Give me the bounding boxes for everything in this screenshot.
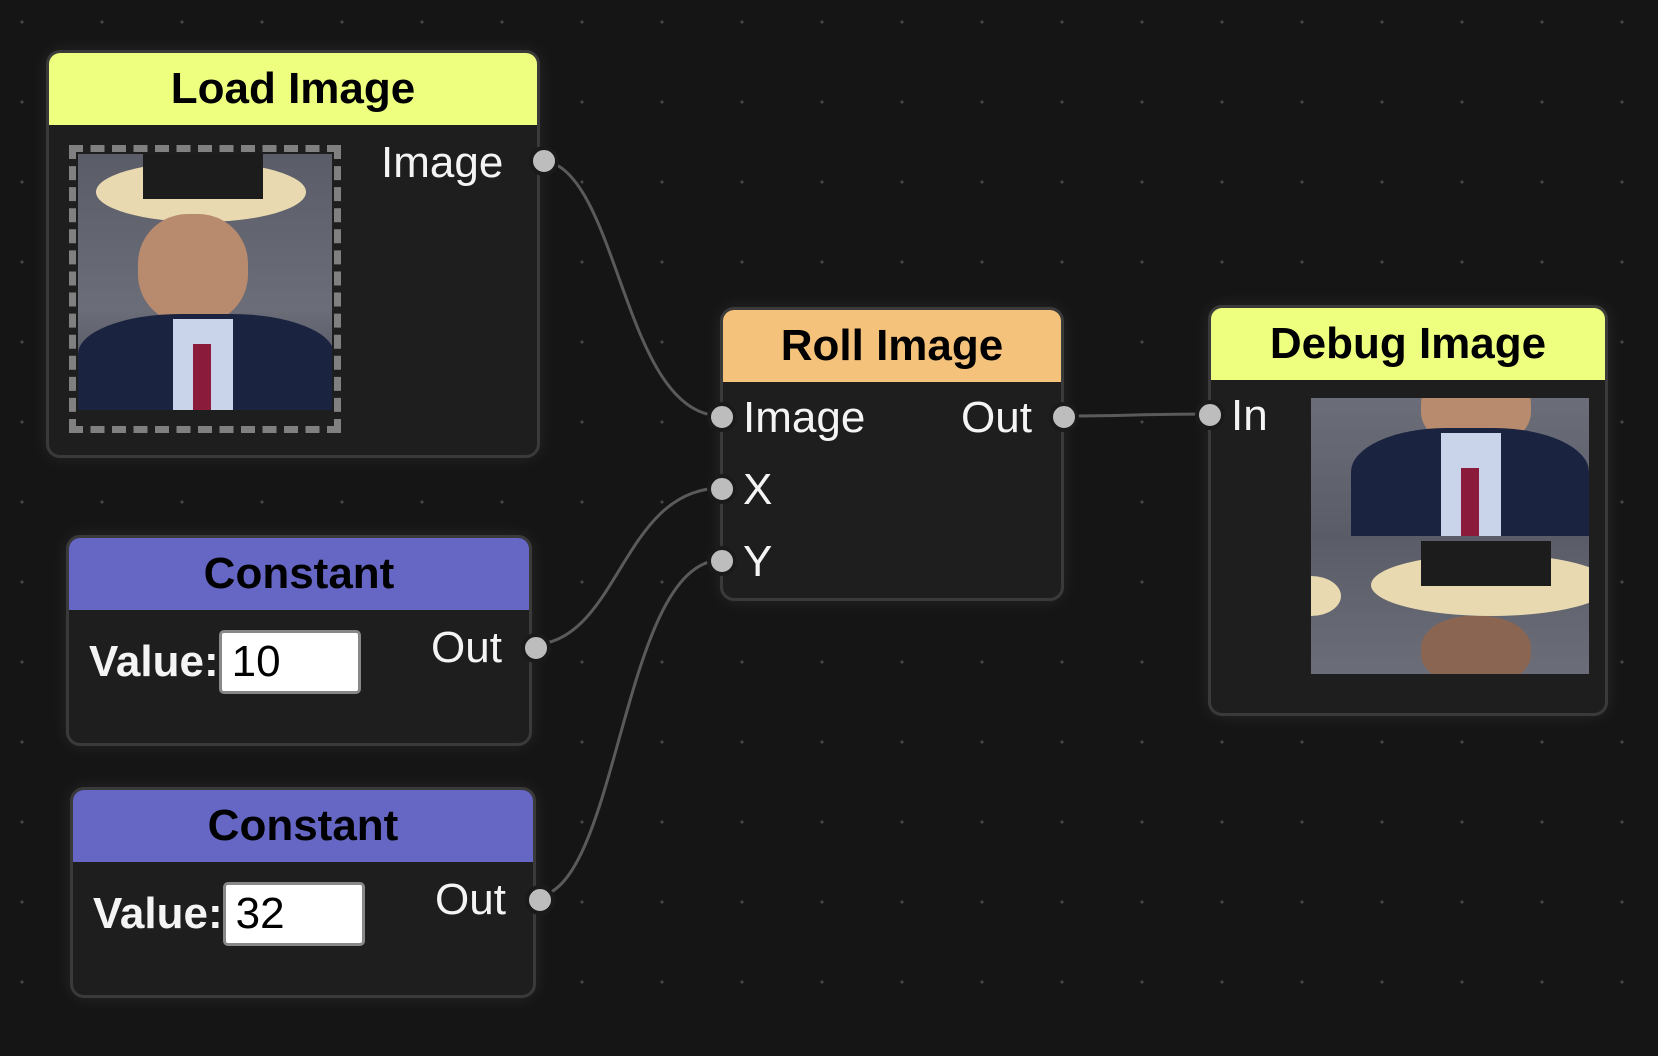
constant-x-header[interactable]: Constant [69, 538, 529, 610]
output-label-out: Out [435, 875, 506, 924]
value-input[interactable] [222, 882, 365, 946]
loaded-image-thumbnail [78, 154, 332, 410]
debug-image-preview [1311, 398, 1589, 674]
constant-x-node[interactable]: Constant Value: Out [66, 535, 551, 746]
wire-roll-to-debug [1061, 412, 1209, 418]
image-drop-zone[interactable] [69, 145, 341, 433]
input-port-x[interactable] [707, 474, 737, 504]
input-label-x: X [743, 465, 773, 514]
load-image-node[interactable]: Load Image Image [46, 50, 559, 458]
value-input[interactable] [218, 630, 361, 694]
output-label-image: Image [381, 138, 504, 187]
output-label-out: Out [961, 393, 1032, 442]
node-title: Roll Image [780, 321, 1004, 370]
wire-consty-to-roll-y [533, 558, 723, 899]
output-port-out[interactable] [1049, 402, 1079, 432]
node-title: Constant [207, 801, 399, 850]
output-label-out: Out [431, 623, 502, 672]
value-label: Value: [89, 637, 219, 686]
input-label-image: Image [743, 393, 866, 442]
debug-image-header[interactable]: Debug Image [1211, 308, 1605, 380]
wire-load-to-roll-image [537, 158, 723, 418]
output-port-out[interactable] [521, 633, 551, 663]
node-title: Constant [203, 549, 395, 598]
input-port-in[interactable] [1195, 400, 1225, 430]
constant-y-header[interactable]: Constant [73, 790, 533, 862]
output-port-image[interactable] [529, 146, 559, 176]
input-port-image[interactable] [707, 402, 737, 432]
value-label: Value: [93, 889, 223, 938]
constant-y-node[interactable]: Constant Value: Out [70, 787, 555, 998]
output-port-out[interactable] [525, 885, 555, 915]
wire-constx-to-roll-x [529, 486, 723, 647]
node-title: Load Image [170, 64, 416, 113]
input-port-y[interactable] [707, 546, 737, 576]
input-label-y: Y [743, 537, 773, 586]
value-row: Value: [89, 630, 361, 694]
value-row: Value: [93, 882, 365, 946]
roll-image-header[interactable]: Roll Image [723, 310, 1061, 382]
input-label-in: In [1231, 391, 1268, 440]
roll-image-node[interactable]: Roll Image Image Out X Y [707, 307, 1079, 601]
debug-image-node[interactable]: Debug Image In [1195, 305, 1608, 716]
load-image-header[interactable]: Load Image [49, 53, 537, 125]
node-title: Debug Image [1269, 319, 1547, 368]
